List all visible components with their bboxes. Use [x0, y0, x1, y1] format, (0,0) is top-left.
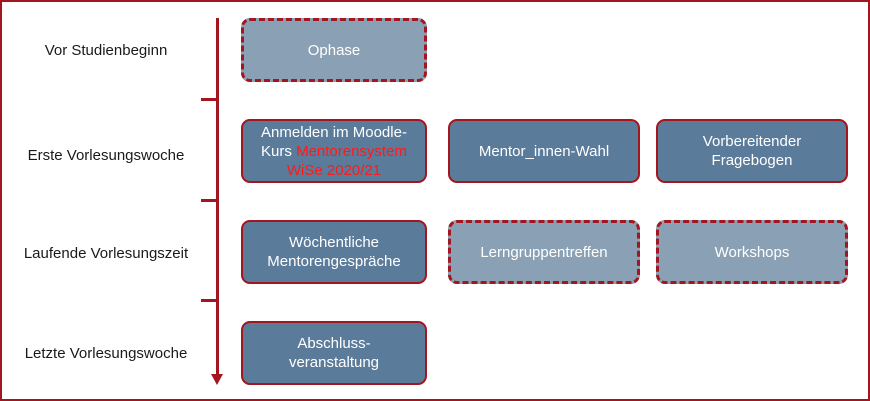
timeline-tick — [201, 299, 218, 302]
box-text: Anmelden im Moodle- — [261, 123, 407, 141]
box-text: Lerngruppentreffen — [480, 243, 608, 261]
box-workshops: Workshops — [656, 220, 848, 284]
moodle-course-link: Mentorensystem — [296, 142, 407, 160]
box-mentor-wahl: Mentor_innen-Wahl — [448, 119, 640, 183]
timeline-axis — [216, 18, 219, 378]
box-text: Abschluss-veranstaltung — [288, 335, 380, 371]
phase-label: Erste Vorlesungswoche — [27, 147, 185, 164]
timeline-tick — [201, 199, 218, 202]
box-text: Workshops — [714, 243, 790, 261]
box-text: Vorbereitender Fragebogen — [702, 133, 802, 169]
semester-text: WiSe 2020/21 — [286, 161, 382, 179]
box-abschluss: Abschluss-veranstaltung — [241, 321, 427, 385]
box-text: Kurs — [261, 142, 297, 160]
box-ophase: Ophase — [241, 18, 427, 82]
box-text: Mentor_innen-Wahl — [478, 142, 610, 160]
timeline-tick — [201, 98, 218, 101]
box-lerngruppe: Lerngruppentreffen — [448, 220, 640, 284]
timeline-arrow-icon — [211, 374, 223, 385]
box-text: Ophase — [307, 41, 361, 59]
phase-label: Laufende Vorlesungszeit — [23, 245, 189, 262]
box-gespraeche: Wöchentliche Mentorengespräche — [241, 220, 427, 284]
phase-label: Vor Studienbeginn — [44, 42, 168, 59]
box-text: Wöchentliche Mentorengespräche — [267, 234, 401, 270]
box-fragebogen: Vorbereitender Fragebogen — [656, 119, 848, 183]
phase-label: Letzte Vorlesungswoche — [24, 345, 188, 362]
